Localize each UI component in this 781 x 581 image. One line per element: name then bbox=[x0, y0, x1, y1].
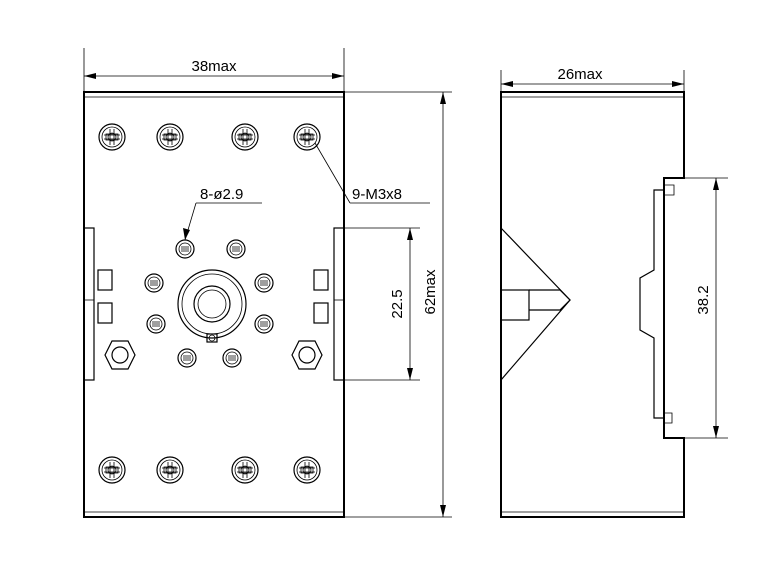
pitch-dimension: 22.5 bbox=[344, 227, 420, 381]
width-label: 38max bbox=[191, 58, 237, 75]
screw-terminal-icon bbox=[98, 123, 126, 151]
left-clip bbox=[83, 227, 95, 381]
screw-terminal-icon bbox=[231, 123, 259, 151]
hole-leader: 8-ø2.9 bbox=[183, 186, 262, 241]
latch bbox=[500, 227, 571, 381]
rail-clip-profile bbox=[639, 184, 675, 424]
front-view: 38max 8-ø2.9 9-M3x8 22.5 bbox=[83, 48, 452, 518]
hex-nut-icon bbox=[291, 340, 323, 370]
height-label: 62max bbox=[422, 269, 439, 315]
octal-socket bbox=[177, 269, 247, 343]
side-body-outline bbox=[500, 91, 685, 518]
indicator-window bbox=[313, 269, 329, 291]
depth-label: 26max bbox=[557, 66, 603, 83]
pin-hole-icon bbox=[222, 348, 242, 368]
pin-hole-icon bbox=[254, 273, 274, 293]
pin-hole-icon bbox=[175, 239, 195, 259]
rail-dimension: 38.2 bbox=[684, 177, 728, 439]
screw-leader: 9-M3x8 bbox=[314, 142, 430, 204]
pitch-label: 22.5 bbox=[389, 289, 406, 318]
screw-label: 9-M3x8 bbox=[352, 186, 402, 203]
pin-hole-icon bbox=[254, 314, 274, 334]
indicator-window bbox=[97, 269, 113, 291]
socket-body-outline bbox=[83, 91, 345, 518]
pin-hole-icon bbox=[144, 273, 164, 293]
width-dimension: 38max bbox=[83, 48, 345, 92]
indicator-window bbox=[97, 302, 113, 324]
screw-terminal-icon bbox=[98, 456, 126, 484]
pin-hole-icon bbox=[146, 314, 166, 334]
screw-terminal-icon bbox=[156, 456, 184, 484]
rail-label: 38.2 bbox=[695, 285, 712, 314]
pin-hole-icon bbox=[177, 348, 197, 368]
indicator-window bbox=[313, 302, 329, 324]
pin-hole-icon bbox=[226, 239, 246, 259]
screw-terminal-icon bbox=[293, 123, 321, 151]
side-view: 26max 38.2 bbox=[500, 66, 728, 518]
screw-terminal-icon bbox=[156, 123, 184, 151]
hex-nut-icon bbox=[104, 340, 136, 370]
depth-dimension: 26max bbox=[500, 66, 685, 92]
right-clip bbox=[333, 227, 345, 381]
screw-terminal-icon bbox=[231, 456, 259, 484]
screw-terminal-icon bbox=[293, 456, 321, 484]
hole-label: 8-ø2.9 bbox=[200, 186, 243, 203]
height-dimension: 62max bbox=[344, 91, 452, 518]
